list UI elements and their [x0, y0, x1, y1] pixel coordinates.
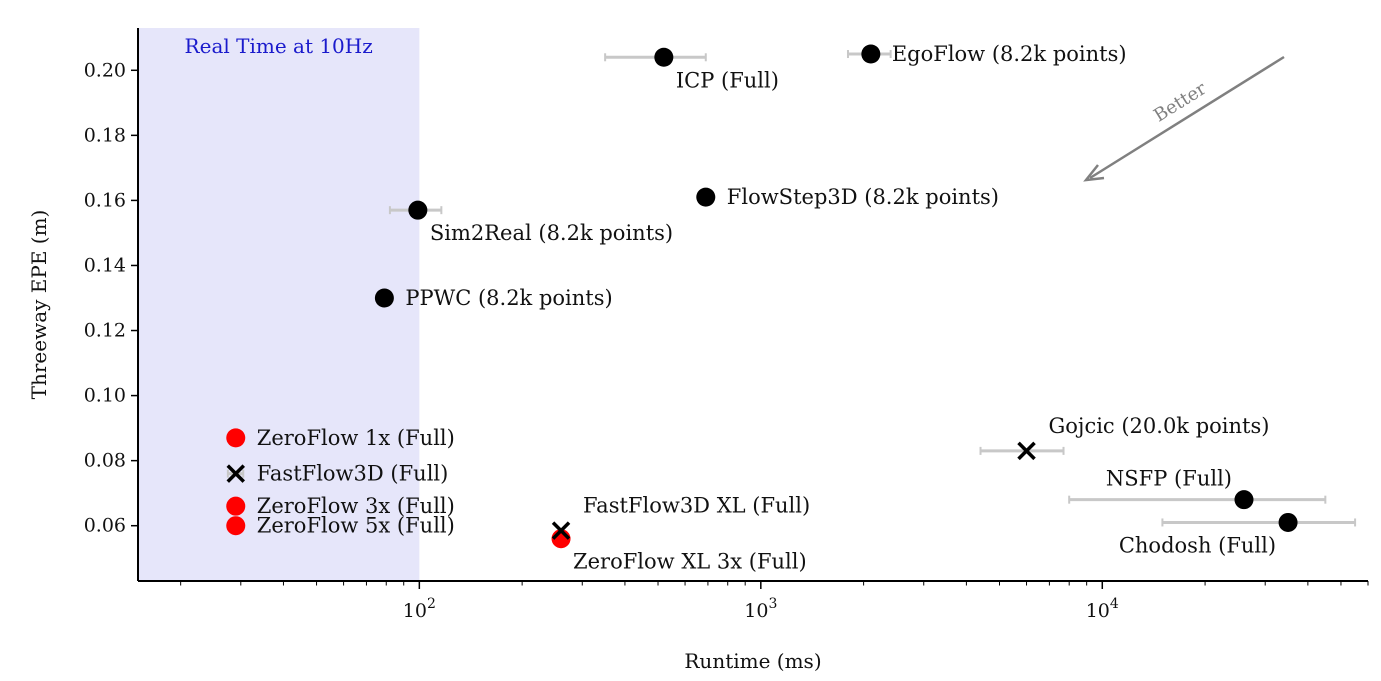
- y-tick-label-0-06: 0.06: [84, 515, 126, 537]
- x-tick-label-1000: 103: [744, 596, 777, 622]
- label-zeroflow-5x-full: ZeroFlow 5x (Full): [257, 514, 455, 538]
- y-tick-label-0-10: 0.10: [84, 385, 126, 407]
- realtime-region-label: Real Time at 10Hz: [185, 34, 373, 58]
- y-tick-label-0-18: 0.18: [84, 124, 126, 146]
- better-label: Better: [1150, 78, 1210, 127]
- x-ticks: 102 103 104: [180, 581, 1369, 622]
- point-zeroflow-1x-full: [226, 428, 246, 448]
- y-axis-title: Threeway EPE (m): [27, 210, 51, 400]
- point-fastflow3d-full-stroke-b: [226, 464, 246, 483]
- label-zeroflow-xl-3x-full: ZeroFlow XL 3x (Full): [573, 550, 807, 574]
- label-flowstep3d-8-2k-points: FlowStep3D (8.2k points): [727, 185, 999, 209]
- label-fastflow3d-full: FastFlow3D (Full): [257, 462, 449, 486]
- point-egoflow-8-2k-points: [861, 44, 881, 64]
- x-tick-label-10000: 104: [1086, 596, 1119, 622]
- x-tick-label-100: 102: [403, 596, 436, 622]
- label-egoflow-8-2k-points: EgoFlow (8.2k points): [892, 42, 1127, 66]
- y-tick-label-0-14: 0.14: [84, 254, 126, 276]
- y-tick-label-0-12: 0.12: [84, 320, 126, 342]
- point-gojcic-20-0k-points: [1017, 441, 1036, 461]
- label-sim2real-8-2k-points: Sim2Real (8.2k points): [430, 221, 673, 245]
- point-chodosh-full: [1278, 512, 1298, 532]
- y-tick-label-0-20: 0.20: [84, 59, 126, 81]
- y-ticks: 0.06 0.08 0.10 0.12 0.14 0.16 0.18 0.20: [84, 59, 138, 537]
- x-axis-title: Runtime (ms): [684, 649, 821, 673]
- label-zeroflow-1x-full: ZeroFlow 1x (Full): [257, 426, 455, 450]
- label-fastflow3d-xl-full: FastFlow3D XL (Full): [583, 494, 810, 518]
- label-icp-full: ICP (Full): [676, 68, 779, 92]
- better-arrow-head: [1083, 164, 1105, 182]
- label-zeroflow-3x-full: ZeroFlow 3x (Full): [257, 494, 455, 518]
- point-icp-full: [654, 47, 674, 67]
- point-gojcic-20-0k-points-stroke-b: [1017, 441, 1036, 461]
- point-zeroflow-3x-full: [226, 496, 246, 516]
- y-tick-label-0-16: 0.16: [84, 189, 126, 211]
- label-gojcic-20-0k-points: Gojcic (20.0k points): [1049, 414, 1270, 438]
- label-ppwc-8-2k-points: PPWC (8.2k points): [405, 286, 612, 310]
- point-nsfp-full: [1234, 490, 1254, 510]
- point-labels: EgoFlow (8.2k points) ICP (Full) FlowStep3…: [257, 42, 1276, 574]
- point-fastflow3d-xl-full-stroke-b: [551, 521, 571, 540]
- better-annotation: Better: [1083, 55, 1285, 182]
- point-ppwc-8-2k-points: [374, 288, 394, 308]
- realtime-region: [138, 28, 420, 581]
- point-sim2real-8-2k-points: [408, 200, 428, 220]
- point-fastflow3d-xl-full: [551, 521, 571, 540]
- better-arrow-shaft: [1089, 55, 1285, 180]
- point-fastflow3d-full: [226, 464, 246, 483]
- point-zeroflow-5x-full: [226, 516, 246, 536]
- label-nsfp-full: NSFP (Full): [1106, 467, 1232, 491]
- y-tick-label-0-08: 0.08: [84, 450, 126, 472]
- point-flowstep3d-8-2k-points: [696, 187, 716, 207]
- label-chodosh-full: Chodosh (Full): [1119, 533, 1276, 557]
- data-points: [226, 44, 1298, 549]
